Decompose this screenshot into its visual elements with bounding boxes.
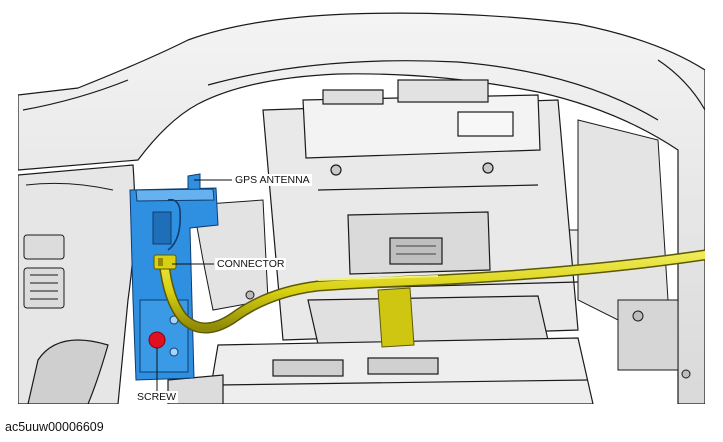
connector-label: CONNECTOR xyxy=(215,258,287,270)
screw-marker xyxy=(148,331,166,349)
gps-antenna-label: GPS ANTENNA xyxy=(233,174,312,186)
antenna-connector xyxy=(153,254,177,270)
left-inner-trim xyxy=(192,199,269,311)
dashboard-shell xyxy=(18,12,705,404)
callout-leaders xyxy=(156,179,232,392)
left-vent xyxy=(23,182,114,309)
dashboard-illustration: GPS ANTENNA CONNECTOR SCREW xyxy=(18,0,705,404)
figure-id: ac5uuw00006609 xyxy=(5,420,104,434)
antenna-cable xyxy=(158,249,705,348)
lower-console xyxy=(167,337,594,404)
screw-label: SCREW xyxy=(135,391,179,403)
audio-unit-housing xyxy=(262,79,579,345)
